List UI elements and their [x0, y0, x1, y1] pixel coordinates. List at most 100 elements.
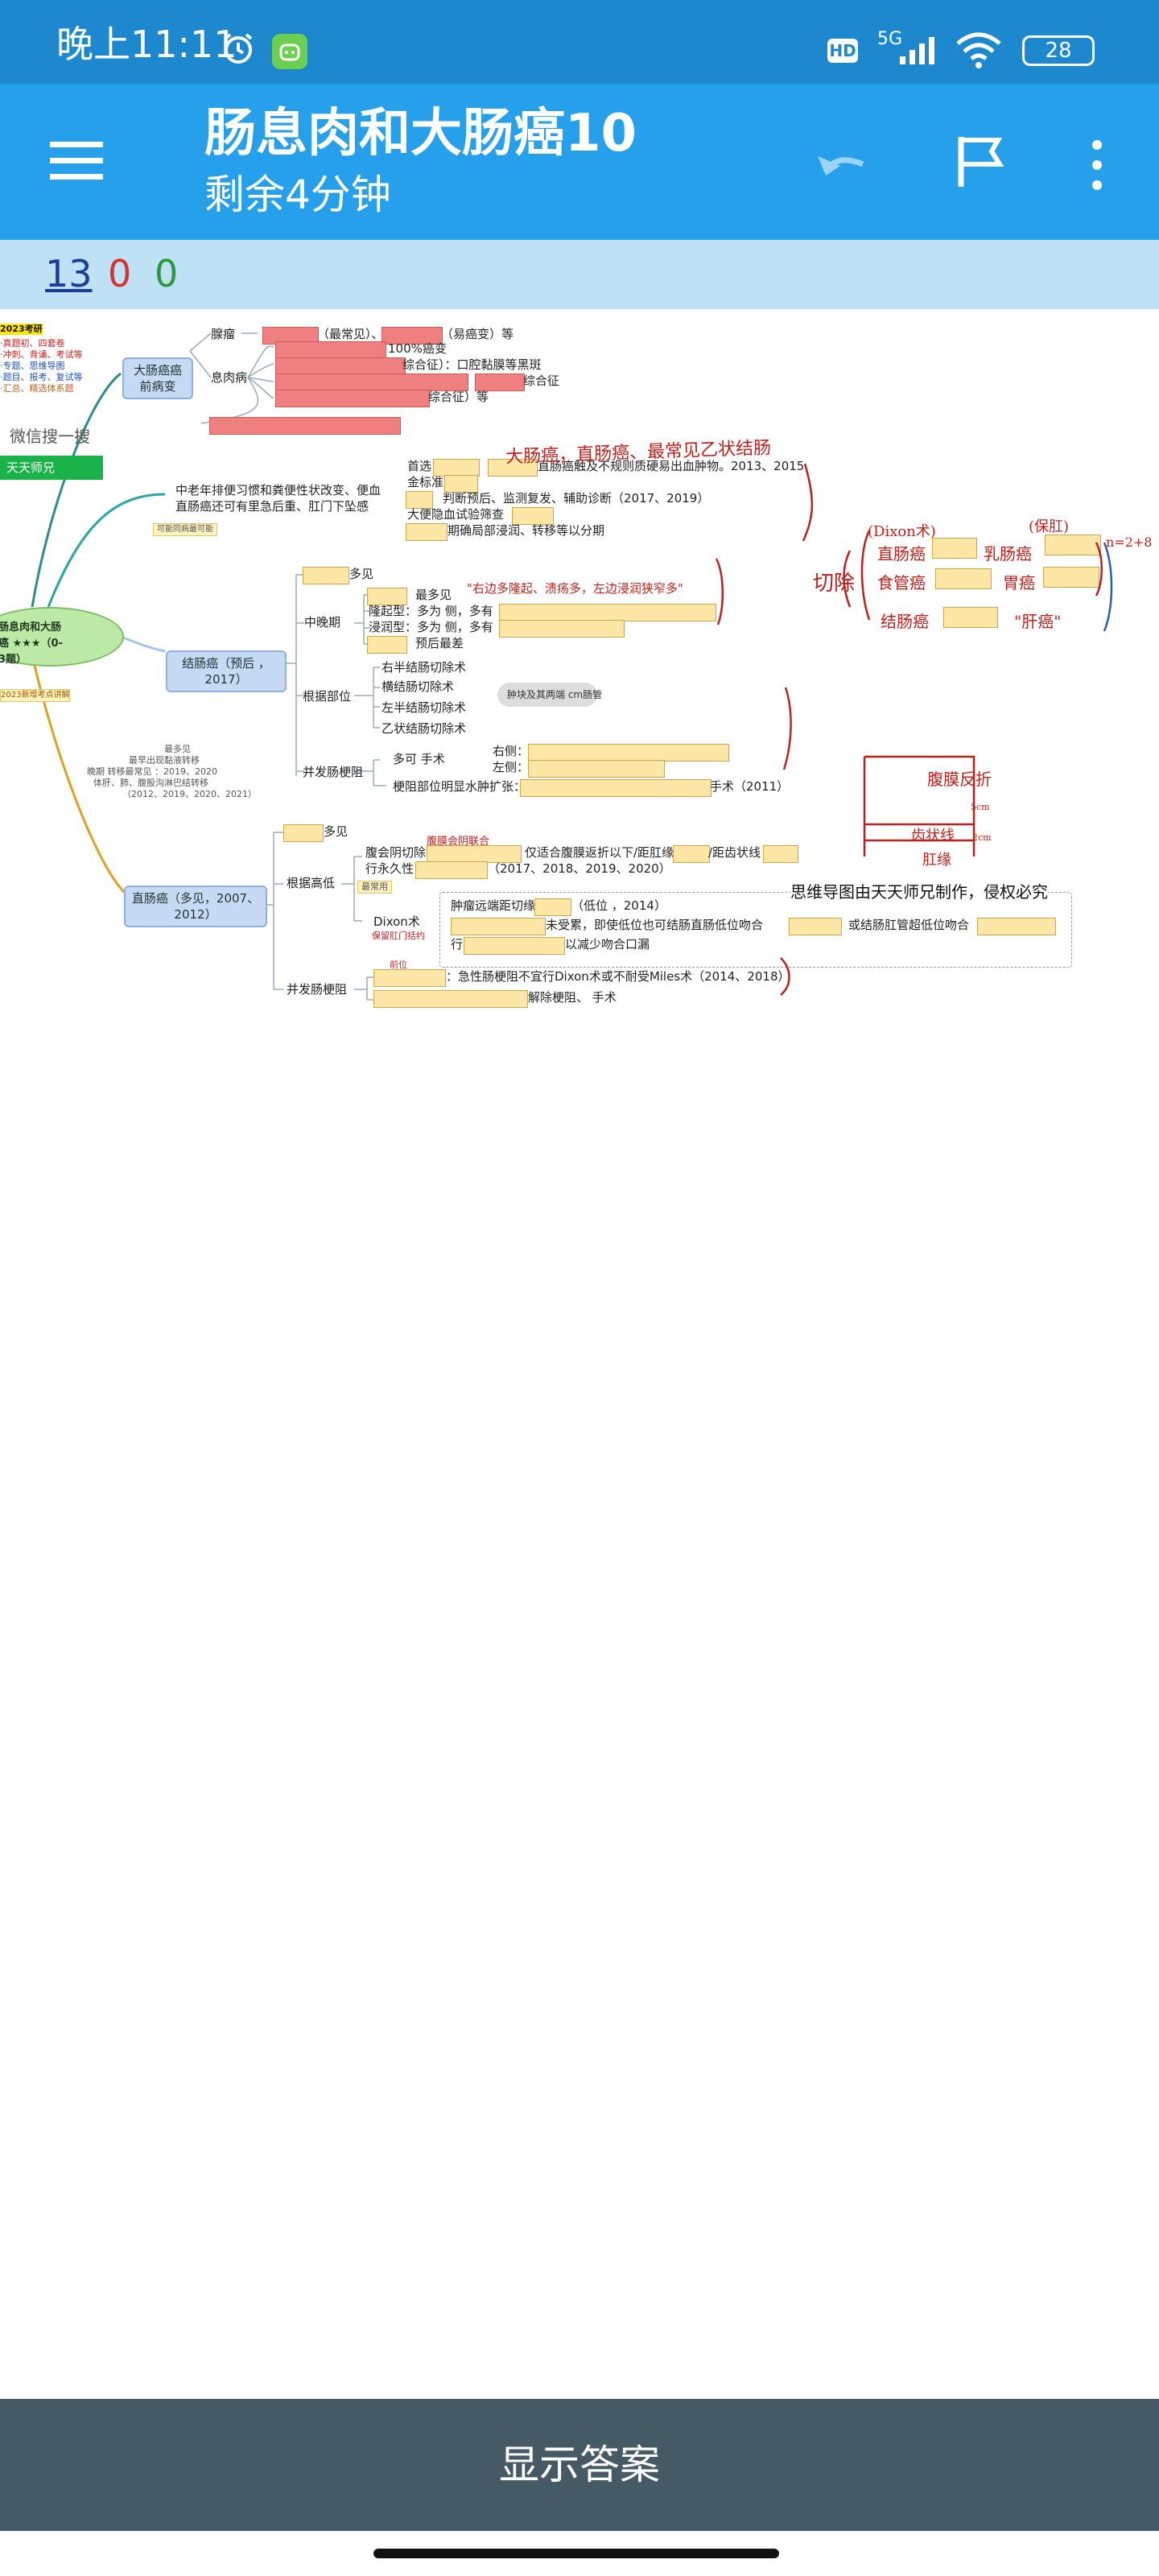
dixon-item: 以减少吻合口漏	[565, 937, 650, 952]
rectum-by-height: 根据高低	[287, 876, 336, 890]
answer-blank[interactable]	[406, 523, 448, 541]
root-label: 肠息肉和大肠癌 ★★★（0-3题）	[0, 621, 63, 666]
promo-line: ·真题初、四套卷	[0, 338, 65, 349]
colon-type: 隆起型：多为 侧，多有	[369, 604, 493, 618]
handwriting: (Dixon术)	[868, 523, 936, 540]
answer-blank[interactable]	[451, 918, 546, 935]
colon-common: 多见	[349, 567, 374, 581]
answer-blank[interactable]	[475, 374, 525, 391]
answer-blank[interactable]	[406, 491, 433, 509]
colon-surgery: 横结肠切除术	[382, 679, 455, 694]
colon-small-note: 最早出现黏液转移	[129, 755, 200, 766]
mindmap-image[interactable]: 2023考研 ·真题初、四套卷 ·冲刺、背诵、考试等 ·专题、思维导图 ·题目、…	[0, 309, 1159, 1018]
handwriting: 胃癌	[1003, 573, 1035, 592]
polyposis-text: 综合征）等	[428, 390, 489, 404]
watermark: 思维导图由天天师兄制作，侵权必究	[790, 882, 1048, 902]
rectum-miles: 腹会阴切除	[365, 845, 427, 860]
skipped-count: 0	[155, 252, 179, 295]
answer-blank[interactable]	[763, 845, 798, 863]
colon-small-note: 体肝、肺、腹股沟淋巴结转移	[93, 778, 208, 788]
answer-blank[interactable]	[373, 990, 528, 1008]
wechat-search-label: 微信搜一搜	[10, 427, 90, 446]
rectum-obs-item: 解除梗阻、 手术	[528, 990, 617, 1005]
handwritten-brackets	[715, 463, 1113, 996]
colon-obs-item: 多可 手术	[393, 752, 445, 766]
handwriting: 直肠癌	[877, 544, 926, 564]
answer-blank[interactable]	[367, 636, 407, 654]
battery-icon: 28	[1022, 35, 1095, 66]
colon-surgery: 乙状结肠切除术	[382, 721, 467, 736]
colon-small-note: 最多见	[164, 744, 191, 754]
handwriting: 5cm	[971, 802, 990, 812]
precancer-adenoma-text: （最常见）、	[317, 327, 384, 341]
answer-blank[interactable]	[534, 898, 571, 916]
colon-type: 最多见	[415, 588, 452, 602]
flag-icon[interactable]	[955, 134, 1008, 190]
show-answer-button[interactable]: 显示答案	[0, 2399, 1159, 2531]
status-bar: 晚上11:11 HD 5G 28	[0, 0, 1159, 84]
answer-blank[interactable]	[303, 567, 349, 584]
dixon-box	[439, 892, 1072, 968]
more-icon[interactable]	[1085, 137, 1109, 193]
answer-blank[interactable]	[382, 327, 443, 345]
colon-mid-late: 中晚期	[304, 615, 341, 630]
polyposis-text: 综合征）：口腔黏膜等黑斑	[402, 357, 542, 372]
dixon-item: 未受累，即使低位也可结肠直肠低位吻合	[546, 918, 764, 932]
colon-obs-item: 手术（2011）	[710, 779, 790, 794]
correct-count[interactable]: 13	[45, 252, 93, 295]
answer-blank[interactable]	[1043, 567, 1099, 588]
precancer-adenoma-text: （易癌变）等	[441, 327, 514, 341]
menu-icon[interactable]	[50, 138, 106, 184]
wechat-account-badge: 天天师兄	[0, 456, 103, 480]
rectum-dixon: Dixon术	[373, 914, 420, 929]
answer-blank[interactable]	[1045, 535, 1101, 555]
clinical-tag: 可能同病最可能	[153, 523, 217, 536]
answer-blank[interactable]	[367, 588, 407, 605]
node-rectal-cancer: 直肠癌（多见，2007、2012）	[124, 886, 267, 927]
answer-blank[interactable]	[512, 507, 554, 525]
alarm-icon	[224, 33, 253, 64]
answer-blank[interactable]	[673, 845, 710, 863]
most-used-tag: 最常用	[357, 881, 392, 894]
answer-blank[interactable]	[789, 918, 842, 935]
answer-blank[interactable]	[488, 459, 538, 477]
answer-blank[interactable]	[275, 390, 430, 407]
dixon-item: （低位 ，2014）	[571, 898, 666, 913]
handwriting: 结肠癌	[881, 612, 929, 631]
rectum-obstruction: 并发肠梗阻	[287, 982, 348, 997]
home-indicator[interactable]	[373, 2549, 779, 2558]
answer-blank[interactable]	[943, 607, 998, 628]
answer-blank[interactable]	[528, 760, 665, 778]
answer-blank[interactable]	[935, 568, 992, 589]
answer-blank[interactable]	[932, 538, 977, 559]
answer-blank[interactable]	[520, 779, 711, 797]
dixon-item: 行	[451, 937, 464, 952]
handwriting: 前位	[390, 960, 407, 970]
answer-blank[interactable]	[283, 824, 324, 842]
screening-item: 直肠癌触及不规则质硬易出血肿物。2013、2015	[538, 459, 805, 473]
dixon-item: 肿瘤远端距切缘	[451, 898, 536, 913]
handwriting: 肛缘	[922, 852, 951, 869]
colon-surgery: 左半结肠切除术	[382, 700, 467, 715]
answer-blank[interactable]	[373, 969, 446, 987]
root-tag: 2023新增考点讲解	[0, 689, 71, 702]
answer-blank[interactable]	[415, 861, 488, 879]
undo-icon[interactable]	[813, 140, 874, 188]
screening-item: 首选	[407, 459, 432, 473]
answer-blank[interactable]	[444, 475, 478, 493]
colon-small-note: 晚期 转移最常见 ：2019、2020	[87, 766, 217, 777]
handwriting: 食管癌	[877, 573, 926, 592]
colon-type: 浸润型：多为 侧，多有	[369, 620, 493, 634]
answer-blank[interactable]	[464, 937, 565, 955]
handwriting: (保肛)	[1029, 518, 1070, 535]
promo-line: ·汇总、精选体系题	[0, 383, 74, 394]
screening-item: 判断预后、监测复发、辅助诊断（2017、2019）	[443, 491, 710, 506]
rectum-miles: /距齿状线	[708, 845, 761, 860]
colon-obstruction: 并发肠梗阻	[303, 765, 364, 779]
promo-line: ·题目、报考、复试等	[0, 372, 83, 382]
answer-blank[interactable]	[499, 620, 625, 638]
answer-blank[interactable]	[977, 918, 1056, 935]
handwriting: n=2+8	[1106, 535, 1153, 550]
signal-5g-icon: 5G	[877, 31, 942, 71]
answer-blank[interactable]	[209, 417, 401, 435]
